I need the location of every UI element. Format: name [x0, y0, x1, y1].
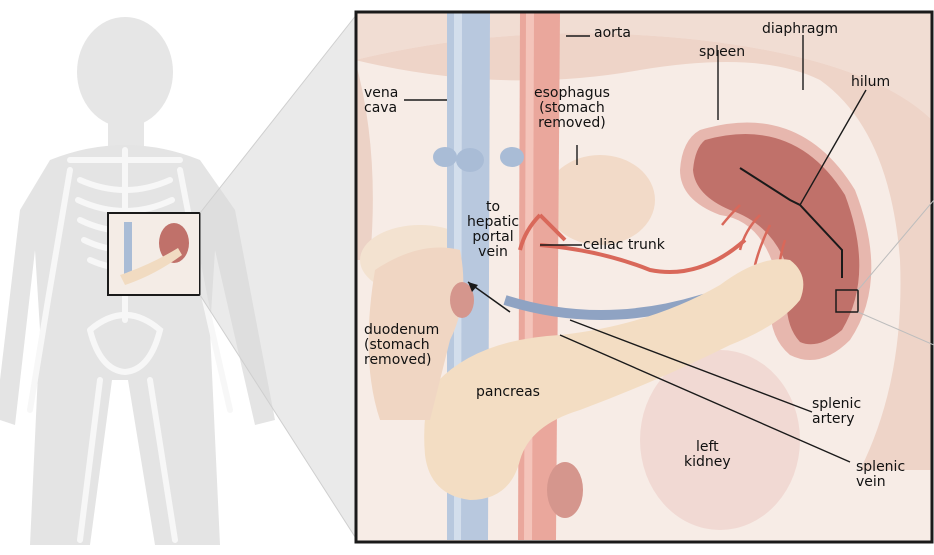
- label-aorta: aorta: [594, 25, 631, 41]
- duodenum-organ: [368, 247, 464, 420]
- label-esophagus: esophagus (stomach removed): [534, 85, 610, 131]
- label-left-kidney: left kidney: [684, 439, 731, 470]
- pancreas-organ: [424, 259, 804, 500]
- inset-thumbnail: [107, 212, 201, 296]
- label-pancreas: pancreas: [476, 384, 540, 400]
- label-hilum: hilum: [851, 74, 891, 90]
- label-diaphragm: diaphragm: [762, 21, 838, 37]
- label-duodenum: duodenum (stomach removed): [364, 322, 440, 368]
- label-spleen: spleen: [699, 44, 746, 60]
- magnified-view: [355, 12, 932, 542]
- leader-lines: [404, 35, 867, 463]
- inset-frame: [354, 10, 934, 544]
- label-vena-cava: vena cava: [364, 85, 399, 116]
- zoom-connector: [199, 13, 358, 541]
- detail-box: [835, 289, 859, 313]
- label-splenic-artery: splenic artery: [812, 396, 862, 427]
- label-to-hepatic-portal-vein: to hepatic portal vein: [467, 199, 520, 260]
- kidney: [640, 350, 800, 530]
- label-splenic-vein: splenic vein: [856, 459, 906, 490]
- label-celiac-trunk: celiac trunk: [583, 237, 665, 253]
